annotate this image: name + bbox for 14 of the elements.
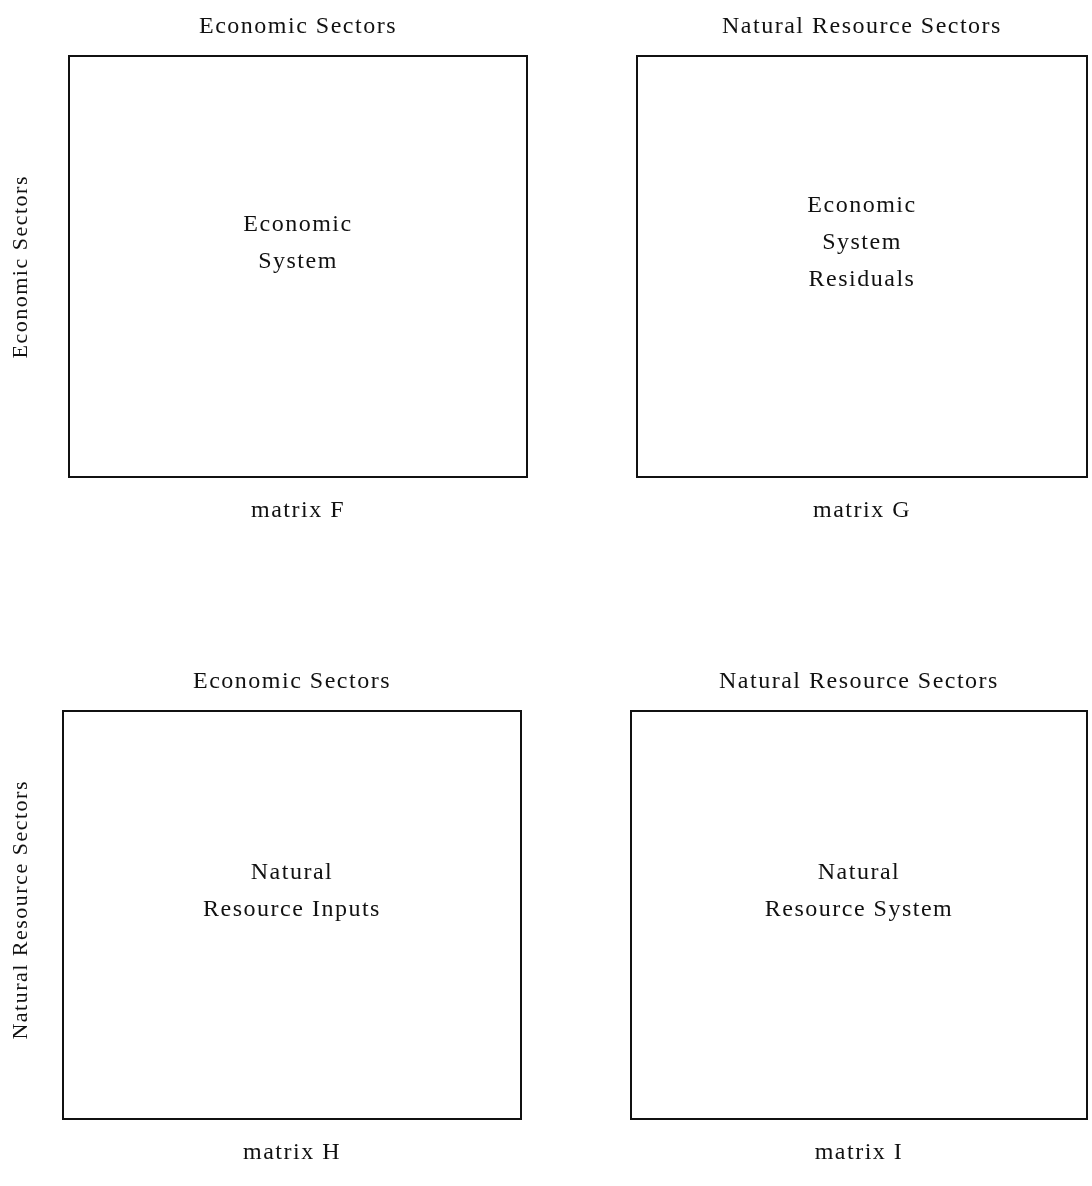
row-heading: Natural Resource Sectors xyxy=(7,780,33,1040)
matrix-label: Natural Resource Inputs xyxy=(202,857,382,923)
column-heading: Natural Resource Sectors xyxy=(722,11,1002,40)
matrix-label: Economic System xyxy=(242,208,354,275)
matrix-label: Economic System Residuals xyxy=(806,190,918,293)
matrix-caption: matrix G xyxy=(813,495,911,524)
matrix-caption: matrix H xyxy=(243,1137,341,1166)
column-heading: Natural Resource Sectors xyxy=(719,666,999,695)
matrix-label: Natural Resource System xyxy=(764,857,954,923)
column-heading: Economic Sectors xyxy=(193,666,391,695)
row-heading: Economic Sectors xyxy=(7,174,33,359)
column-heading: Economic Sectors xyxy=(199,11,397,40)
matrix-caption: matrix I xyxy=(814,1137,904,1166)
matrix-caption: matrix F xyxy=(251,495,345,524)
